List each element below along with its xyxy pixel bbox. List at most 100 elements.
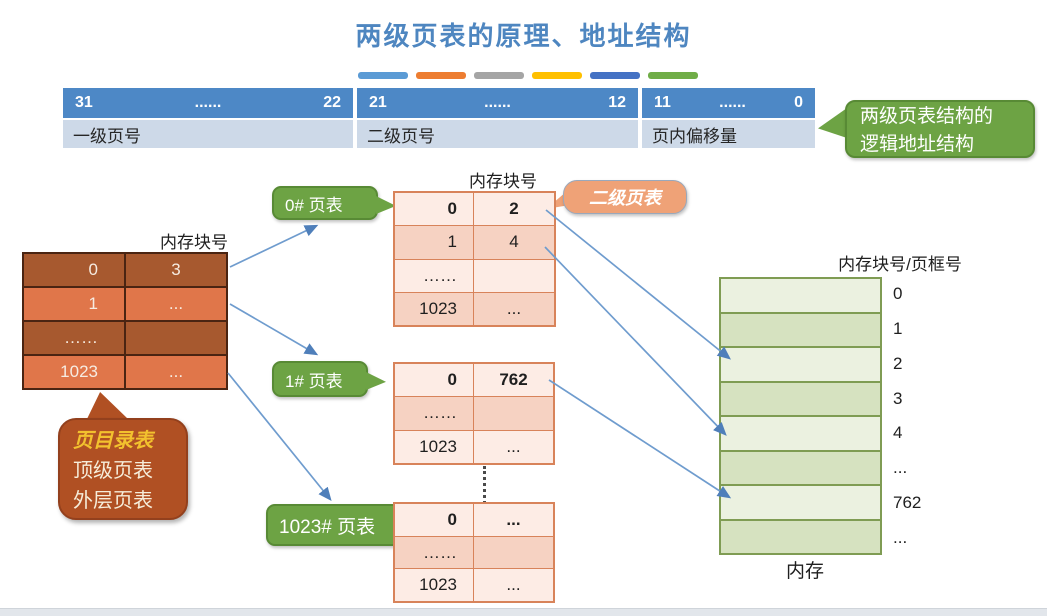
table-cell: 2 <box>509 199 519 219</box>
table-row: 0 3 <box>24 254 226 286</box>
accent-bar <box>416 72 466 79</box>
accent-bar <box>474 72 524 79</box>
title-accent-bars <box>358 72 698 79</box>
table-row: 1023 ... <box>395 429 553 463</box>
memory-row-label: 3 <box>893 388 903 408</box>
arrow-table1-to-frame762 <box>548 379 732 499</box>
page-title: 两级页表的原理、地址结构 <box>355 21 692 51</box>
bit-high: 11 <box>654 94 671 111</box>
memory-row <box>721 415 880 450</box>
table-cell: 1 <box>395 226 474 259</box>
table-cell <box>474 537 553 569</box>
second-level-callout: 二级页表 <box>563 180 687 214</box>
arrow-table0-to-frame4 <box>544 246 727 436</box>
table-cell: 762 <box>499 370 528 390</box>
table-cell: 1023 <box>395 569 474 602</box>
memory-row-label: ... <box>893 527 908 547</box>
page-directory-callout-tail <box>86 392 130 421</box>
table-row: …… <box>395 535 553 569</box>
table-cell: …… <box>395 536 474 569</box>
address-bit-range-level2: 21 ...... 12 <box>357 88 638 118</box>
bottom-divider <box>0 608 1047 616</box>
table-row: 1023 ... <box>395 568 553 602</box>
accent-bar <box>648 72 698 79</box>
table-cell: 1 <box>24 288 126 320</box>
accent-bar <box>358 72 408 79</box>
memory-label: 内存 <box>785 561 824 582</box>
table-cell <box>126 322 226 354</box>
table-cell: ... <box>506 436 521 456</box>
page-table-1-bubble: 1# 页表 <box>272 361 368 397</box>
page-table-1023-bubble: 1023# 页表 <box>266 504 402 546</box>
table-cell: 1023 <box>24 356 126 388</box>
callout-line: 页目录表 <box>73 430 153 452</box>
bit-low: 22 <box>323 94 341 111</box>
arrow-directory-to-table1 <box>229 303 319 356</box>
directory-table-header: 内存块号 <box>160 233 228 252</box>
bit-dots: ...... <box>719 94 746 111</box>
bit-high: 31 <box>75 94 93 111</box>
table-cell: …… <box>395 259 474 292</box>
table-cell: …… <box>24 322 126 354</box>
memory-row-label: 2 <box>893 353 903 373</box>
table-cell: 1023 <box>395 430 474 463</box>
page-table-0: 0 2 1 4 …… 1023 ... <box>393 191 556 327</box>
table-cell: 3 <box>171 260 181 279</box>
table-cell: ... <box>506 575 521 595</box>
callout-line: 逻辑地址结构 <box>860 134 975 155</box>
table-cell: 0 <box>395 193 474 226</box>
table-row: 0 762 <box>395 364 553 397</box>
arrow-directory-to-table0 <box>229 224 319 268</box>
page-directory-callout: 页目录表 顶级页表 外层页表 <box>58 418 188 520</box>
memory-table <box>719 277 882 555</box>
logical-address-callout-tail <box>818 108 847 138</box>
table-row: 1 4 <box>395 225 554 259</box>
memory-row-label: 1 <box>893 319 903 339</box>
table-cell: 4 <box>509 232 519 252</box>
table-cell <box>474 397 553 429</box>
address-field-level2: 二级页号 <box>357 120 638 148</box>
memory-row <box>721 518 880 553</box>
bit-low: 0 <box>794 94 803 111</box>
table-row: 1 ... <box>24 286 226 320</box>
memory-row <box>721 279 880 312</box>
memory-row-label: 4 <box>893 423 903 443</box>
ellipsis-separator <box>483 466 486 504</box>
table-cell: ... <box>506 509 521 529</box>
logical-address-callout: 两级页表结构的 逻辑地址结构 <box>845 100 1035 158</box>
page-directory-table: 0 3 1 ... …… 1023 ... <box>22 252 228 390</box>
bit-dots: ...... <box>484 94 511 111</box>
bit-dots: ...... <box>194 94 222 111</box>
memory-row-label: 762 <box>893 492 922 512</box>
address-field-offset: 页内偏移量 <box>642 120 815 148</box>
arrow-table0-to-frame2 <box>545 209 731 360</box>
table-cell <box>474 260 554 292</box>
callout-line: 外层页表 <box>73 490 153 512</box>
memory-row-labels: 0 1 2 3 4 ... 762 ... <box>893 277 953 555</box>
table-cell: 1023 <box>395 292 474 325</box>
bit-high: 21 <box>369 94 387 111</box>
table-row: 1023 ... <box>24 354 226 388</box>
memory-row <box>721 380 880 415</box>
page-table-1: 0 762 …… 1023 ... <box>393 362 555 465</box>
table-row: …… <box>395 396 553 430</box>
table-row: …… <box>24 320 226 354</box>
address-bit-range-level1: 31 ...... 22 <box>63 88 353 118</box>
memory-row <box>721 449 880 484</box>
table-cell: 0 <box>395 504 474 536</box>
table-cell: ... <box>168 362 184 381</box>
address-bit-range-offset: 11 ...... 0 <box>642 88 815 118</box>
accent-bar <box>590 72 640 79</box>
page-table-0-bubble: 0# 页表 <box>272 186 378 220</box>
memory-table-header: 内存块号/页框号 <box>838 255 962 274</box>
table-cell: 0 <box>395 364 474 397</box>
page-table-1023: 0 ... …… 1023 ... <box>393 502 555 603</box>
memory-row-label: ... <box>893 458 908 478</box>
table-row: …… <box>395 258 554 292</box>
bit-low: 12 <box>608 94 626 111</box>
page-table-0-header: 内存块号 <box>469 172 537 191</box>
accent-bar <box>532 72 582 79</box>
memory-row-label: 0 <box>893 284 903 304</box>
table-row: 0 2 <box>395 193 554 226</box>
table-cell: …… <box>395 397 474 430</box>
